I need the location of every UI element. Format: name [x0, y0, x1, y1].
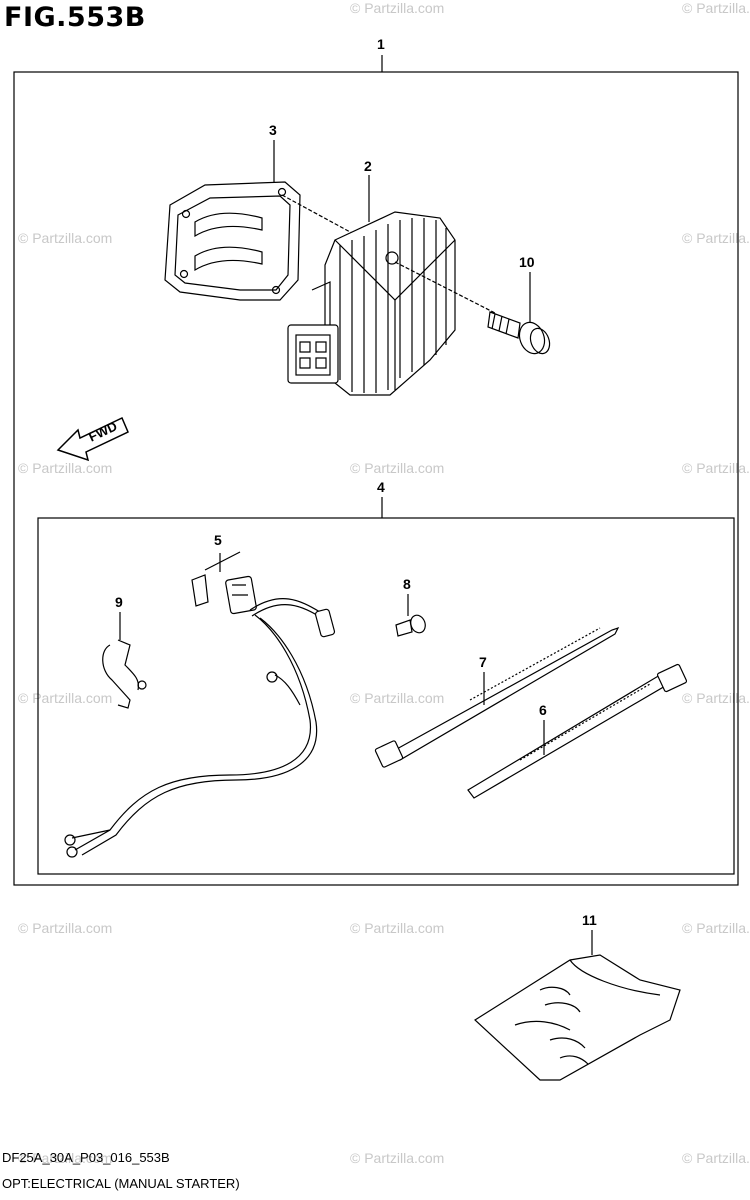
- callout-11: 11: [582, 912, 597, 928]
- kit-outline-box: [13, 71, 739, 886]
- watermark: © Partzilla.com: [350, 0, 445, 16]
- watermark: © Partzilla.com: [350, 920, 445, 936]
- watermark: © Partzilla.com: [18, 1150, 113, 1166]
- watermark: © Partzilla.com: [350, 1150, 445, 1166]
- watermark: © Partzilla.com: [682, 0, 750, 16]
- callout-leader: [281, 194, 353, 234]
- callout-6: 6: [539, 702, 547, 718]
- bolt[interactable]: [487, 311, 553, 357]
- figure-description: OPT:ELECTRICAL (MANUAL STARTER): [2, 1176, 240, 1191]
- fwd-arrow-icon: [56, 416, 129, 462]
- callout-5: 5: [214, 532, 222, 548]
- callout-1: 1: [377, 36, 385, 52]
- callout-9: 9: [115, 594, 123, 610]
- watermark: © Partzilla.com: [682, 460, 750, 476]
- figure-code: DF25A_30A_P03_016_553B: [2, 1150, 170, 1165]
- watermark: © Partzilla.com: [350, 690, 445, 706]
- cable-tie-short[interactable]: [467, 663, 688, 799]
- bracket-gasket[interactable]: [164, 181, 301, 301]
- connector-set[interactable]: [191, 551, 257, 615]
- callout-leader: [394, 261, 496, 314]
- watermark: © Partzilla.com: [18, 690, 113, 706]
- cable-tie-long[interactable]: [374, 626, 620, 768]
- watermark: © Partzilla.com: [682, 690, 750, 706]
- watermark: © Partzilla.com: [682, 230, 750, 246]
- figure-title: FIG.553B: [4, 2, 146, 33]
- watermark: © Partzilla.com: [18, 460, 113, 476]
- wire-harness[interactable]: [64, 598, 336, 858]
- callout-3: 3: [269, 122, 277, 138]
- screw[interactable]: [395, 613, 428, 637]
- parts-bag[interactable]: [474, 954, 681, 1081]
- callout-4: 4: [377, 479, 385, 495]
- watermark: © Partzilla.com: [18, 230, 113, 246]
- harness-kit-box: [37, 517, 735, 875]
- watermark: © Partzilla.com: [682, 1150, 750, 1166]
- callout-8: 8: [403, 576, 411, 592]
- callout-7: 7: [479, 654, 487, 670]
- wire-clip[interactable]: [102, 639, 147, 709]
- regulator-rectifier[interactable]: [287, 211, 456, 396]
- watermark: © Partzilla.com: [350, 460, 445, 476]
- callout-10: 10: [519, 254, 535, 270]
- callout-2: 2: [364, 158, 372, 174]
- watermark: © Partzilla.com: [18, 920, 113, 936]
- watermark: © Partzilla.com: [682, 920, 750, 936]
